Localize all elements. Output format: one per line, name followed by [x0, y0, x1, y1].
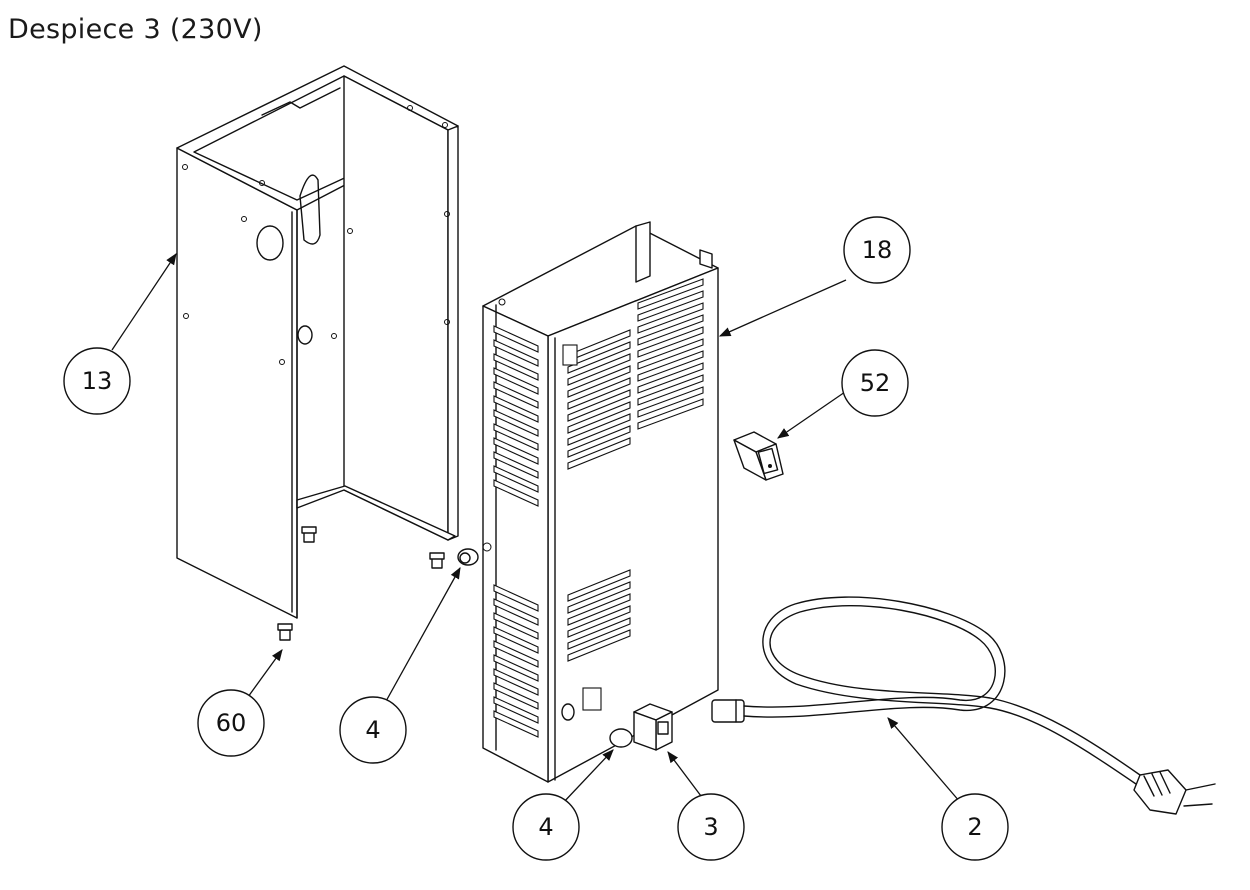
callout-52: 52	[841, 349, 909, 417]
callout-13: 13	[63, 347, 131, 415]
callout-4-upper-label: 4	[365, 716, 380, 744]
callout-52-label: 52	[860, 369, 891, 397]
vent-louvres-side	[493, 325, 539, 738]
power-socket-part	[633, 703, 673, 751]
callout-4-lower-label: 4	[538, 813, 553, 841]
callout-2: 2	[941, 793, 1009, 861]
callout-18-label: 18	[862, 236, 893, 264]
callout-3: 3	[677, 793, 745, 861]
callout-4-lower: 4	[512, 793, 580, 861]
callout-13-label: 13	[82, 367, 113, 395]
screw-part-60	[277, 623, 293, 641]
drawing-title: Despiece 3 (230V)	[8, 14, 263, 45]
callout-60: 60	[197, 689, 265, 757]
callout-60-label: 60	[216, 709, 247, 737]
grommet-part-4-upper	[457, 548, 479, 566]
power-cord-part	[711, 596, 1216, 815]
rear-housing-part	[176, 65, 459, 619]
grommet-part-4-lower	[609, 728, 633, 748]
callout-18: 18	[843, 216, 911, 284]
callout-2-label: 2	[967, 813, 982, 841]
rocker-switch-part	[733, 431, 784, 481]
vent-louvres-lower	[561, 569, 631, 721]
vent-louvres-upper	[562, 278, 704, 470]
front-cover-part	[482, 221, 719, 783]
callout-3-label: 3	[703, 813, 718, 841]
callout-4-upper: 4	[339, 696, 407, 764]
